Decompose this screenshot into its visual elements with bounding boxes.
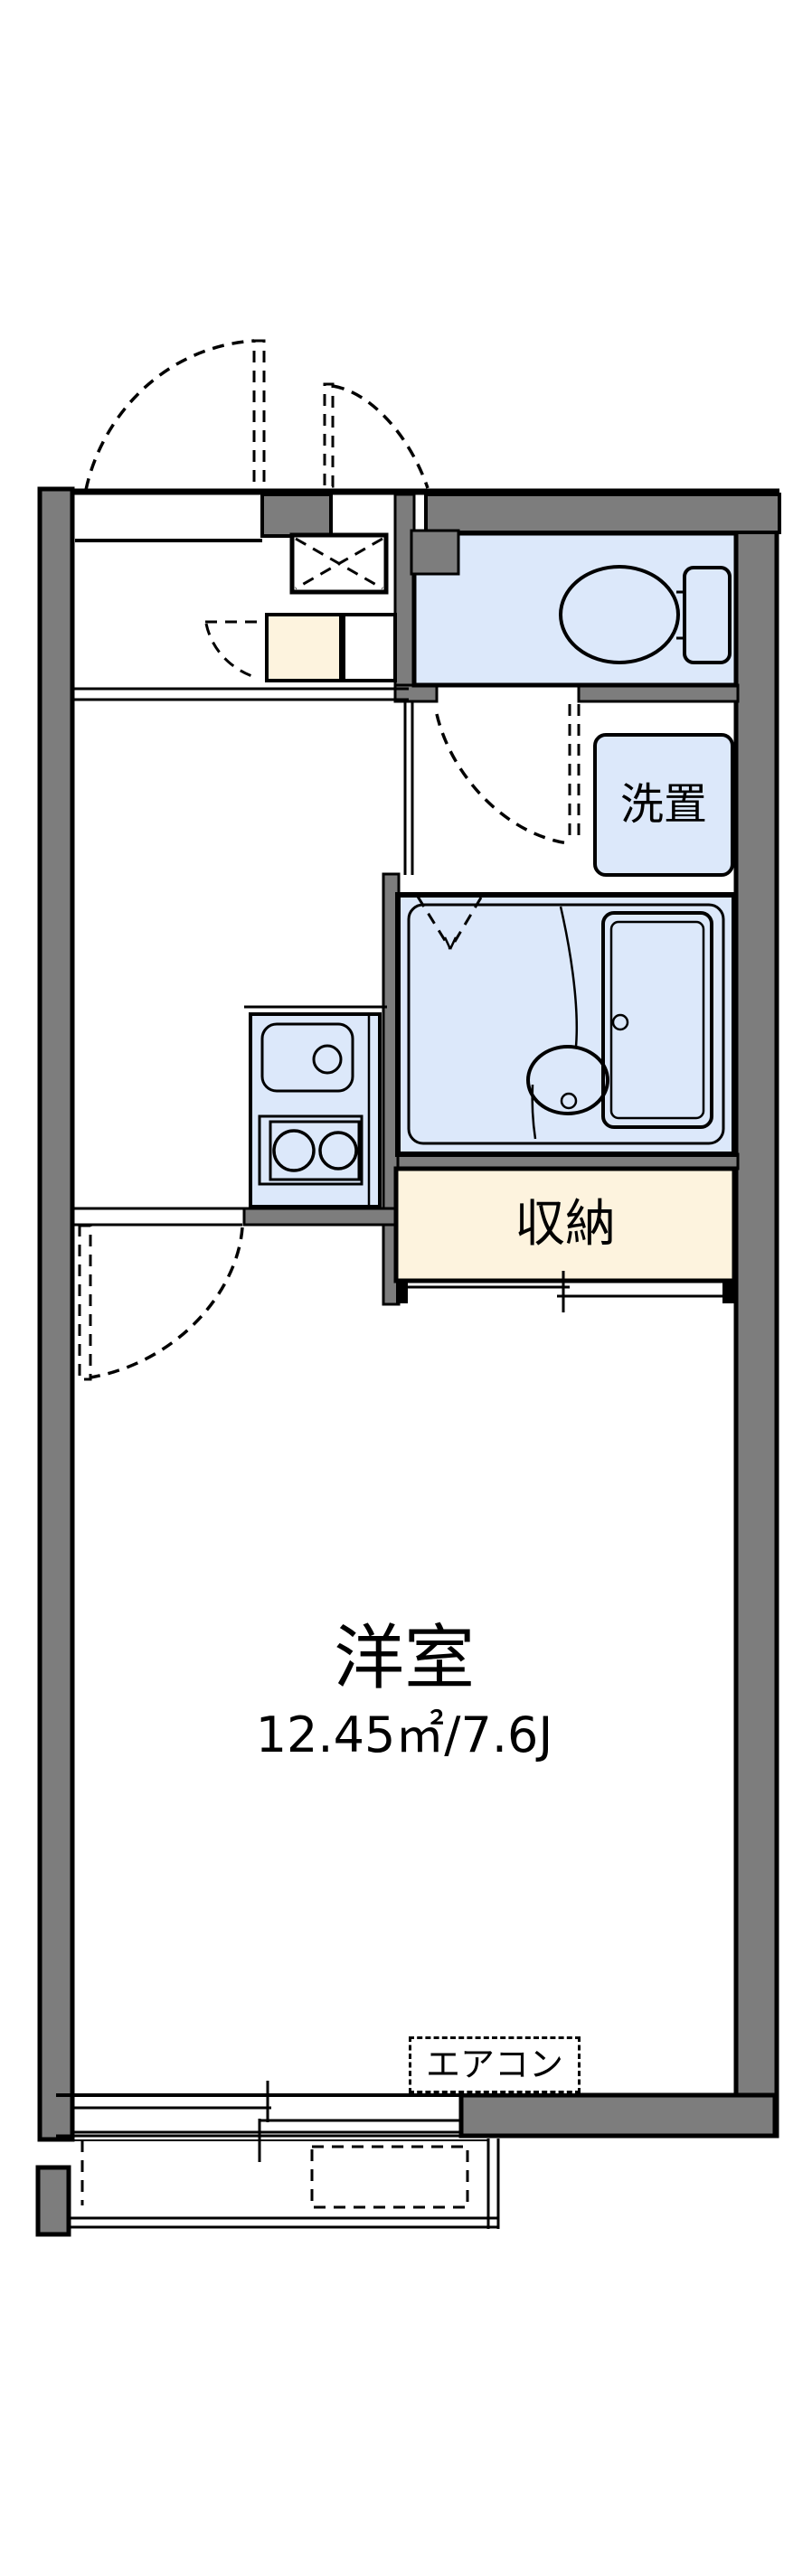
closet-label: 収納	[515, 1195, 616, 1255]
washer-label: 洗置	[619, 779, 707, 831]
entrance-door-swing-icon	[84, 339, 255, 491]
shower-partition-line	[559, 906, 579, 1048]
closet	[393, 1166, 737, 1312]
bath-door-icon	[416, 896, 452, 950]
shoe-cabinet-x	[295, 537, 383, 590]
bathtub-drain	[611, 1013, 629, 1031]
balcony-hatch-icon	[310, 2145, 469, 2209]
washbasin-icon	[526, 1045, 609, 1115]
bath-door-arrow	[448, 936, 458, 950]
toilet-door-swing-icon	[435, 713, 569, 845]
entry-cabinet	[265, 613, 343, 682]
room-door-swing-icon	[90, 1227, 244, 1379]
sliding-door-end	[722, 1282, 734, 1303]
washroom	[403, 701, 734, 877]
room-label: 洋室	[333, 1618, 475, 1700]
stove-burner	[272, 1129, 316, 1172]
toilet-left-wall	[393, 493, 416, 688]
entry-cabinet-white	[342, 613, 397, 682]
cabinet-door-swing-icon	[204, 623, 258, 680]
entrance	[72, 339, 430, 701]
bathroom	[395, 892, 737, 1157]
room-door-leaf	[78, 1224, 92, 1381]
entrance-subdoor-swing-icon	[332, 384, 430, 489]
stove-burner	[318, 1131, 358, 1170]
room-size-label: 12.45㎡/7.6J	[255, 1706, 553, 1764]
balcony-pillar	[35, 2165, 71, 2237]
bathroom-inner-line	[407, 903, 725, 1145]
sliding-door-end	[396, 1282, 408, 1303]
kitchen	[244, 1005, 387, 1208]
aircon-label: エアコン	[409, 2036, 581, 2093]
bathtub-inner	[609, 920, 705, 1120]
toilet-room	[410, 529, 739, 845]
faucet-icon	[312, 1044, 343, 1075]
closet-box	[393, 1166, 737, 1283]
room-door	[72, 1207, 244, 1381]
south-window	[56, 2081, 463, 2162]
bath-door-arrow	[443, 936, 452, 950]
stove-icon	[258, 1114, 364, 1186]
top-wall-segment	[260, 493, 333, 538]
stove-inner	[269, 1120, 361, 1181]
washbasin-drain	[560, 1092, 578, 1110]
top-right-wall	[424, 493, 781, 534]
toilet-bottom-wall-right	[577, 683, 740, 703]
toilet-corner-wall	[410, 529, 460, 576]
left-wall	[37, 486, 75, 2142]
bottom-wall	[458, 2092, 778, 2139]
entrance-subdoor-leaf	[323, 382, 335, 488]
bathtub-icon	[601, 911, 713, 1129]
toilet-tank	[683, 566, 732, 664]
washer-box	[593, 733, 734, 877]
basin-line	[531, 1084, 537, 1140]
kitchen-room-wall	[242, 1207, 400, 1227]
entrance-door-leaf	[252, 339, 266, 493]
right-wall	[733, 491, 779, 2139]
toilet-icon	[559, 565, 680, 664]
balcony	[56, 2134, 777, 2229]
kitchen-sink-icon	[260, 1022, 354, 1093]
